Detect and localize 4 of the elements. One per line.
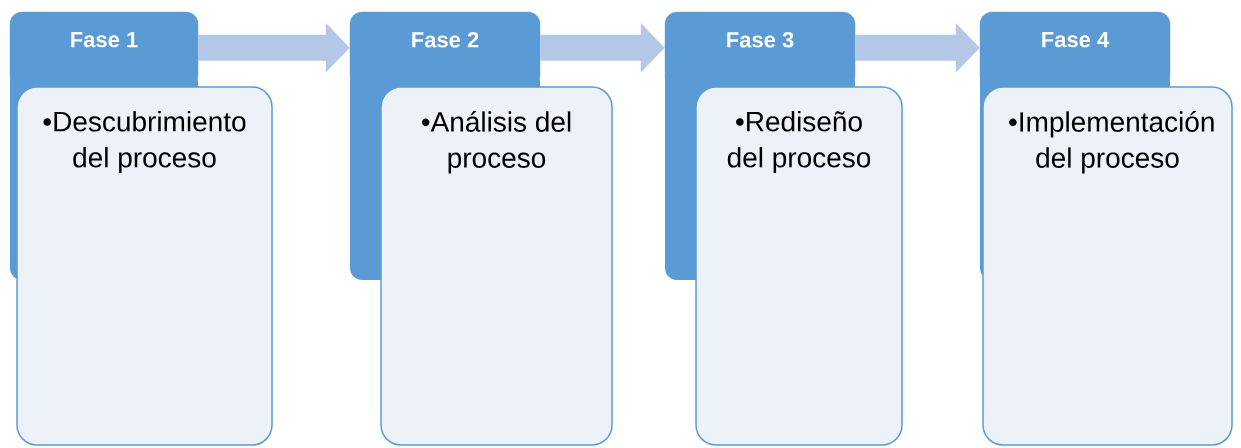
step-box: •Implementación del proceso <box>982 86 1233 446</box>
step-box: •Descubrimiento del proceso <box>16 86 273 446</box>
step-box: •Rediseño del proceso <box>695 86 903 446</box>
step-box: •Análisis del proceso <box>380 86 613 446</box>
